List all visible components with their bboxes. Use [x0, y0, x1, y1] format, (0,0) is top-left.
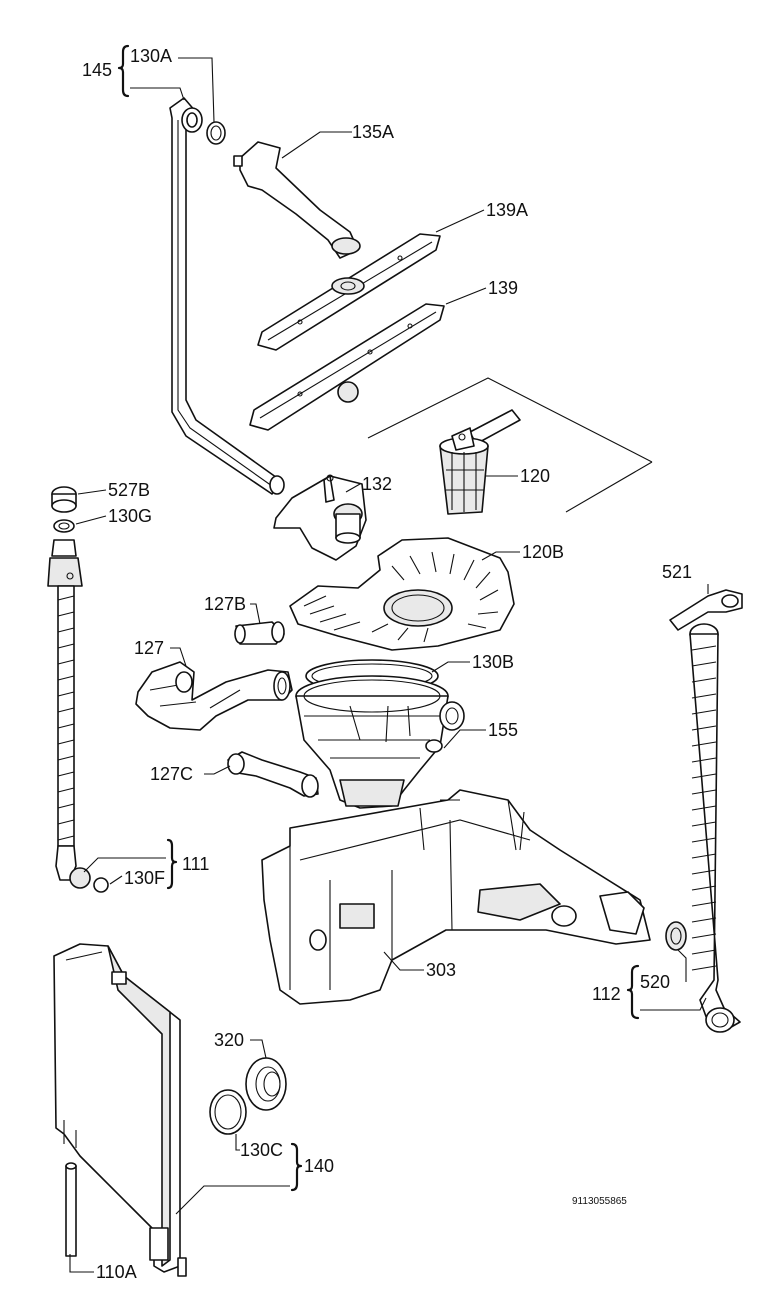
label-130b: 130B: [472, 652, 514, 672]
label-127b: 127B: [204, 594, 246, 614]
spray-arm-139a: [257, 233, 441, 351]
leaders: [69, 44, 709, 1273]
label-139: 139: [488, 278, 518, 298]
o-ring-130c: [209, 1089, 247, 1135]
label-145: 145: [82, 60, 112, 80]
label-110a: 110A: [96, 1262, 137, 1282]
hose-127b: [234, 621, 285, 645]
label-120: 120: [520, 466, 550, 486]
upper-arm-bracket-135a: [233, 141, 361, 259]
label-120b: 120B: [522, 542, 564, 562]
label-521: 521: [662, 562, 692, 582]
label-132: 132: [362, 474, 392, 494]
label-303: 303: [426, 960, 456, 980]
label-130g: 130G: [108, 506, 152, 526]
drain-hose-112: [665, 589, 743, 1033]
label-520: 520: [640, 972, 670, 992]
label-139a: 139A: [486, 200, 528, 220]
label-112: 112: [592, 984, 621, 1004]
seal-320: [245, 1057, 287, 1111]
label-127c: 127C: [150, 764, 193, 784]
sump-155: [295, 675, 465, 809]
drawing-code: 9113055865: [572, 1196, 627, 1207]
hose-127: [135, 661, 293, 731]
label-130f: 130F: [124, 868, 165, 888]
base-303: [261, 789, 651, 1005]
part-labels: 145 130A 135A 139A 139 120 132 527B 130G…: [82, 46, 692, 1282]
label-527b: 527B: [108, 480, 150, 500]
fine-filter-120: [367, 377, 653, 515]
label-127: 127: [134, 638, 164, 658]
inlet-hose-111: [47, 486, 109, 893]
feed-pipe-145: [169, 97, 285, 495]
label-135a: 135A: [352, 122, 394, 142]
label-130a: 130A: [130, 46, 172, 66]
label-155: 155: [488, 720, 518, 740]
spray-arm-139: [249, 303, 445, 431]
label-130c: 130C: [240, 1140, 283, 1160]
hose-127c: [227, 751, 319, 798]
valve-132: [273, 474, 367, 561]
side-pipe-140: [53, 943, 187, 1277]
label-140: 140: [304, 1156, 334, 1176]
label-111: 111: [182, 854, 209, 874]
filter-plate-120b: [289, 537, 515, 651]
o-ring-130a: [206, 121, 226, 145]
label-320: 320: [214, 1030, 244, 1050]
